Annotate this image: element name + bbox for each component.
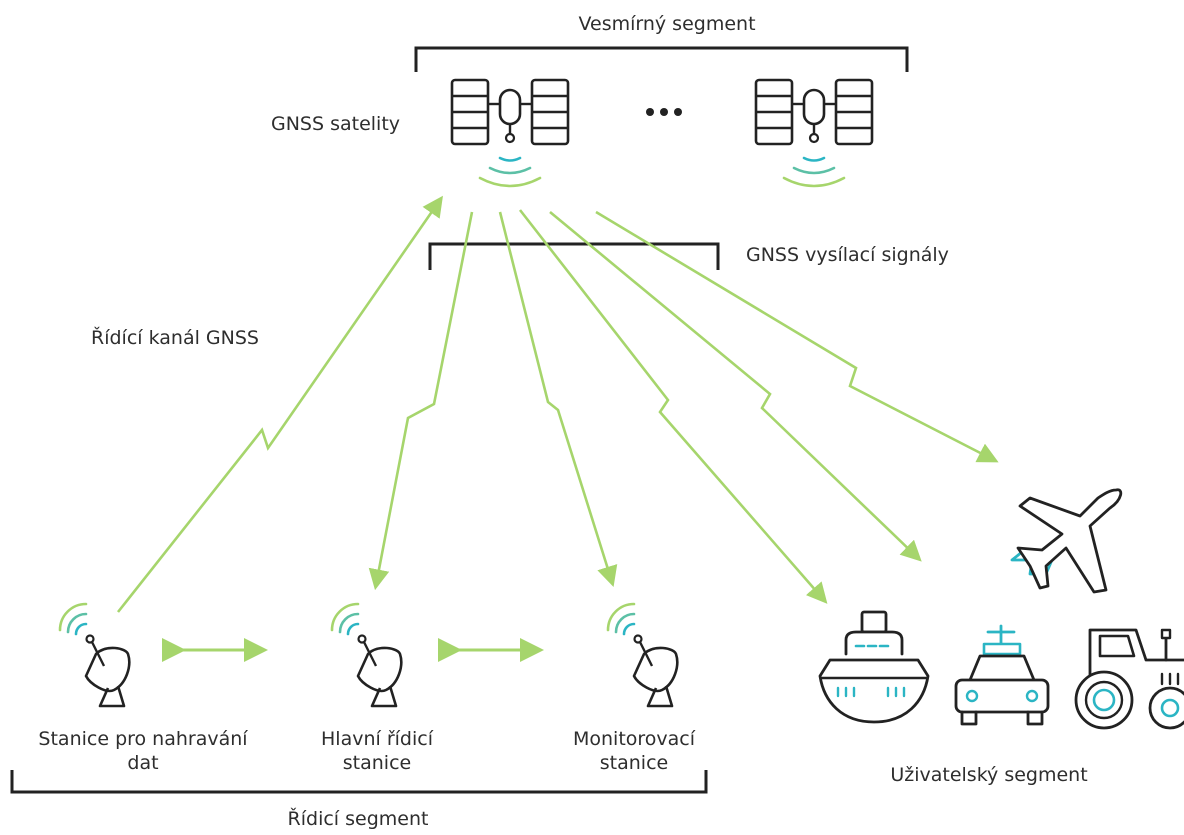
master-station-label-line2: stanice (342, 752, 412, 774)
upload-station-label-line2: dat (127, 752, 159, 774)
control-segment-label: Řídicí segment (287, 808, 429, 830)
gnss-satellites-label: GNSS satelity (271, 113, 401, 135)
space-segment-label: Vesmírný segment (578, 13, 756, 35)
user-segment-label: Uživatelský segment (890, 764, 1088, 786)
monitor-station-label-line2: stanice (599, 752, 669, 774)
ship-icon (818, 610, 930, 724)
dish-antenna-icon (606, 602, 679, 708)
satellite-icon (754, 78, 874, 188)
gnss-signals-label: GNSS vysílací signály (746, 244, 949, 266)
space-segment-bracket (414, 46, 909, 72)
gnss-signals-bracket (428, 242, 720, 270)
monitor-station-label-line1: Monitorovací (572, 728, 696, 750)
satellite-icon (450, 78, 570, 188)
car-icon (954, 624, 1050, 726)
signal-arrow-plane (595, 210, 999, 463)
signal-arrow-car (549, 210, 922, 562)
master-station-label-line1: Hlavní řídicí (321, 728, 433, 750)
upload-station-label-line1: Stanice pro nahravání (38, 728, 248, 750)
control-segment-bracket (10, 770, 708, 794)
signal-arrow-monitor (498, 211, 618, 587)
airplane-icon (1010, 488, 1123, 594)
signal-arrow-ship (518, 209, 828, 604)
tractor-icon (1074, 628, 1184, 730)
dish-antenna-icon (58, 602, 131, 708)
dish-antenna-icon (330, 602, 403, 708)
ellipsis-icon (646, 108, 682, 116)
control-channel-label: Řídící kanál GNSS (91, 327, 259, 349)
uplink-arrow (116, 195, 443, 613)
signal-arrow-master (368, 211, 474, 591)
